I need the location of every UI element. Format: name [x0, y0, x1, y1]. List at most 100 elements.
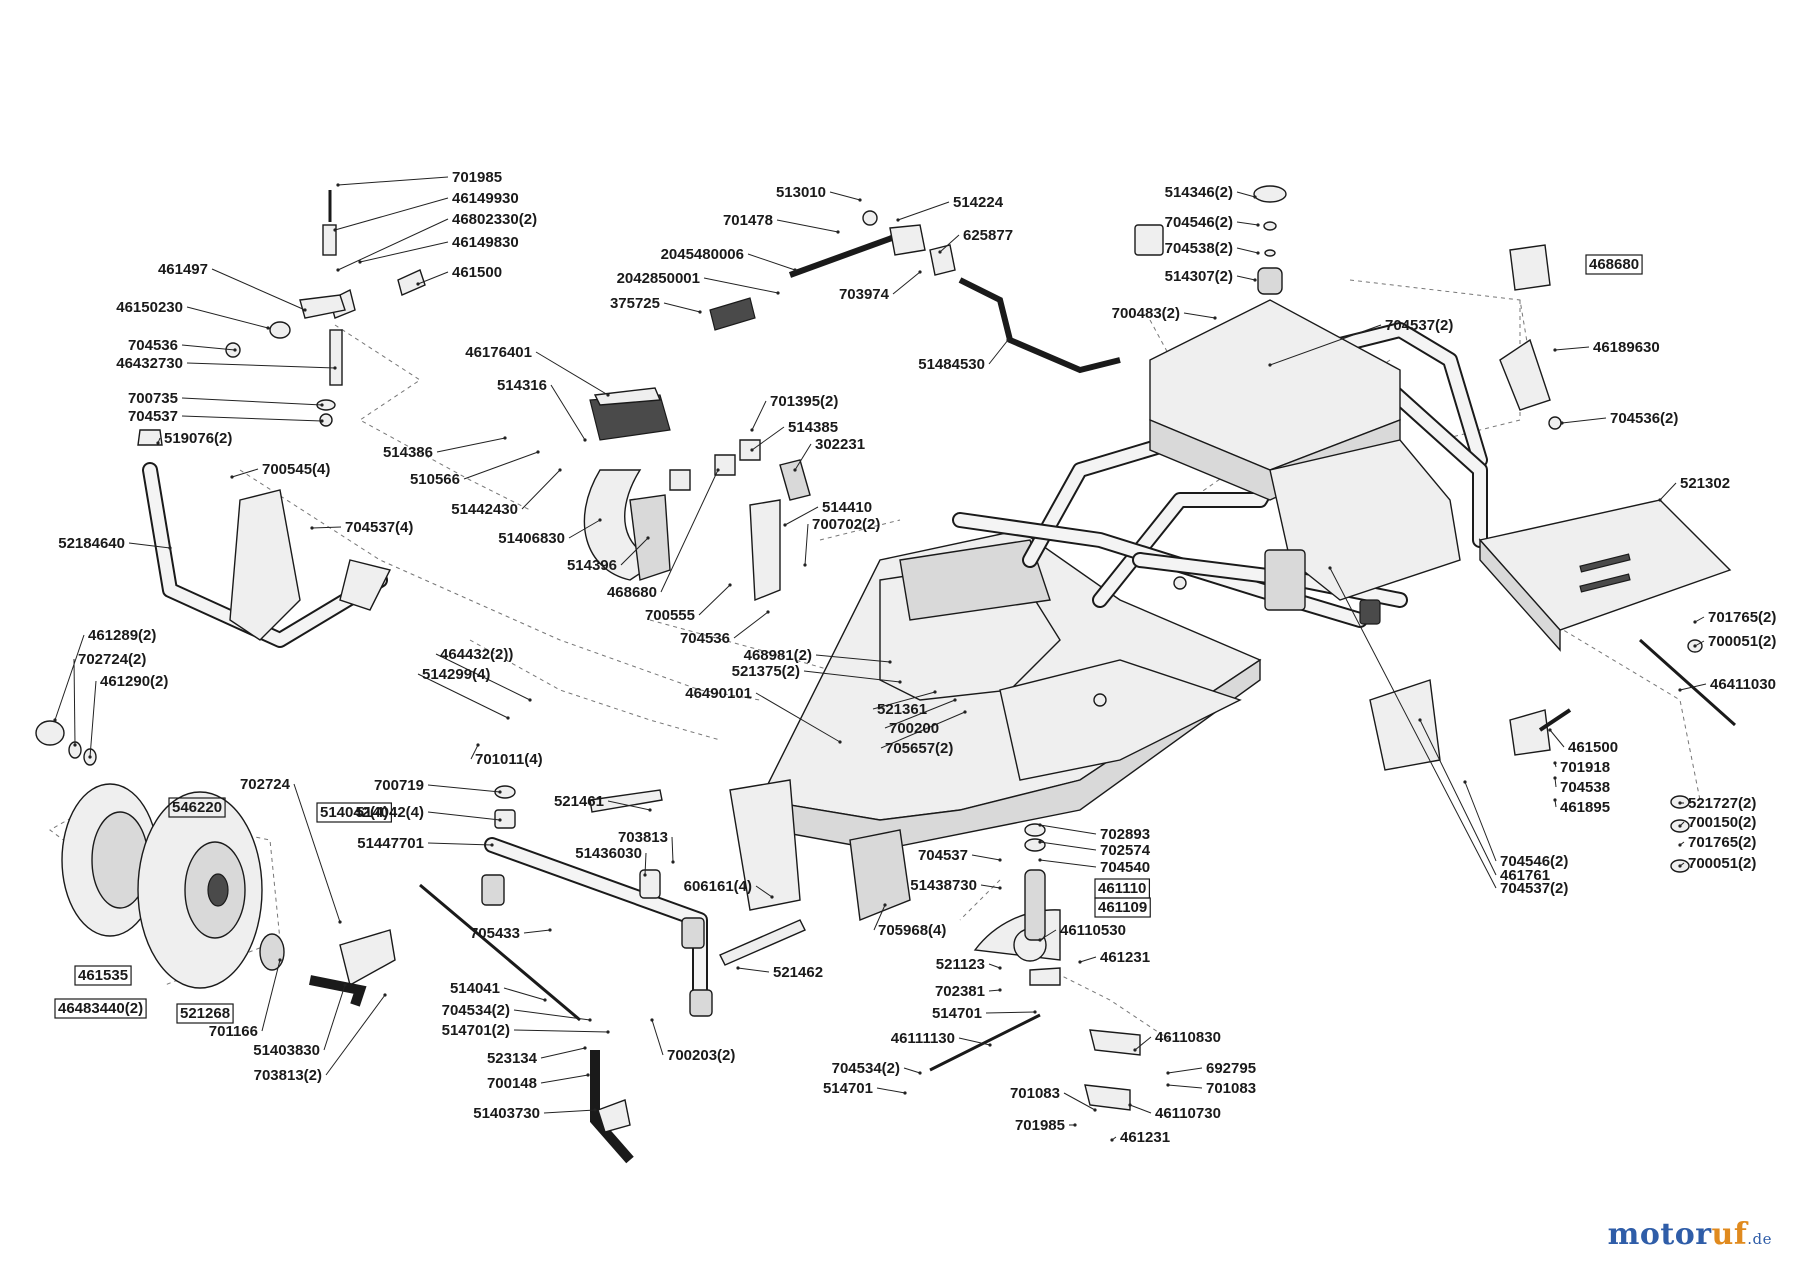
leader-dot	[1693, 644, 1697, 648]
part-label: 46110730	[1155, 1105, 1221, 1122]
part-label: 625877	[963, 227, 1013, 244]
front-wheel	[35, 720, 285, 989]
part-label: 704534(2)	[832, 1060, 900, 1077]
leader-line	[892, 271, 921, 295]
leader-line	[755, 885, 773, 898]
leader-line	[1167, 1084, 1203, 1089]
leader-dot	[1553, 776, 1557, 780]
leader-dot	[1133, 1048, 1137, 1052]
part-label: 514041	[450, 980, 500, 997]
part-label: 302231	[815, 436, 865, 453]
leader-dot	[528, 698, 532, 702]
part-label: 703813(2)	[254, 1067, 322, 1084]
leader-dot	[233, 348, 237, 352]
leader-dot	[998, 988, 1002, 992]
leader-dot	[1463, 780, 1467, 784]
leader-dot	[716, 468, 720, 472]
leader-line	[971, 854, 1001, 861]
leader-dot	[586, 1073, 590, 1077]
leader-line	[463, 451, 539, 480]
leader-line	[829, 191, 861, 201]
leader-dot	[643, 873, 647, 877]
part-label: 705657(2)	[885, 740, 953, 757]
leader-dot	[168, 546, 172, 550]
part-label: 704537(2)	[1500, 880, 1568, 897]
foot-plate	[1478, 499, 1737, 727]
part-label: 521361	[877, 701, 927, 718]
leader-dot	[918, 270, 922, 274]
leader-dot	[343, 983, 347, 987]
steering-sector	[929, 823, 1141, 1111]
leader-line	[231, 468, 259, 478]
part-label: 521123	[936, 956, 985, 973]
leader-line	[417, 271, 449, 285]
part-label: 510566	[410, 471, 460, 488]
leader-dot	[1128, 1103, 1132, 1107]
leader-dot	[320, 419, 324, 423]
leader-dot	[1678, 824, 1682, 828]
leader-line	[261, 959, 281, 1032]
leader-line	[698, 584, 731, 616]
leader-dot	[336, 183, 340, 187]
part-label: 513010	[776, 184, 826, 201]
upper-linkage	[225, 190, 426, 427]
leader-dot	[1038, 840, 1042, 844]
boxed-part-label: 521268	[180, 1005, 230, 1022]
leader-line	[958, 1037, 991, 1046]
leader-line	[1269, 324, 1382, 366]
leader-dot	[278, 958, 282, 962]
leader-line	[1419, 719, 1497, 876]
leader-dot	[320, 403, 324, 407]
leader-dot	[156, 441, 160, 445]
leader-line	[751, 400, 767, 431]
part-label: 52184640	[58, 535, 125, 552]
front-bumper	[137, 429, 392, 648]
leader-line	[880, 711, 966, 749]
leader-dot	[606, 393, 610, 397]
main-frame	[729, 224, 1488, 921]
leader-line	[1183, 312, 1216, 319]
leader-line	[543, 1109, 596, 1114]
part-label: 514042(4)	[356, 804, 424, 821]
leader-line	[359, 241, 449, 263]
leader-dot	[88, 755, 92, 759]
leader-dot	[358, 260, 362, 264]
part-label: 692795	[1206, 1060, 1256, 1077]
leader-dot	[336, 268, 340, 272]
leader-dot	[803, 563, 807, 567]
leader-dot	[498, 790, 502, 794]
leader-line	[181, 397, 323, 406]
leader-line	[651, 1019, 664, 1056]
boxed-part-label: 461535	[78, 967, 128, 984]
part-label: 46411030	[1710, 676, 1776, 693]
leader-line	[521, 469, 561, 510]
leader-dot	[598, 518, 602, 522]
part-label: 704537(4)	[345, 519, 413, 536]
leader-line	[181, 415, 323, 422]
part-label: 514385	[788, 419, 838, 436]
leader-dot	[998, 858, 1002, 862]
label-box	[168, 797, 226, 818]
part-label: 461761	[1500, 867, 1550, 884]
leader-dot	[583, 1046, 587, 1050]
part-label: 46110830	[1155, 1029, 1221, 1046]
leader-dot	[498, 818, 502, 822]
part-label: 461895	[1560, 799, 1610, 816]
leader-line	[293, 783, 341, 923]
part-label: 701985	[452, 169, 502, 186]
leader-dot	[896, 218, 900, 222]
leader-dot	[476, 743, 480, 747]
part-label: 51406830	[498, 530, 565, 547]
leader-line	[1329, 567, 1497, 889]
boxed-part-label: 468680	[1589, 256, 1639, 273]
part-label: 514701	[823, 1080, 873, 1097]
leader-dot	[416, 282, 420, 286]
leader-line	[939, 234, 960, 253]
leader-line	[815, 654, 891, 663]
leader-line	[876, 1087, 906, 1094]
leader-dot	[1418, 718, 1422, 722]
part-label: 468981(2)	[744, 647, 812, 664]
leader-lines	[53, 176, 1707, 1142]
part-label: 521727(2)	[1688, 795, 1756, 812]
